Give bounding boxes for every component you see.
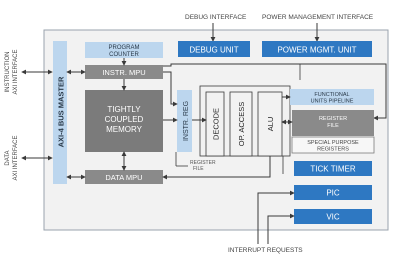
axi-bus-master — [53, 41, 67, 184]
special-purpose-registers — [291, 136, 375, 154]
alu-label: ALU — [266, 117, 275, 132]
power-mgmt-unit-label: POWER MGMT. UNIT — [277, 46, 356, 55]
vic-label: VIC — [326, 213, 340, 222]
program-counter-label-1: PROGRAM — [108, 45, 139, 51]
pic — [294, 185, 372, 200]
tightly-coupled-memory — [85, 90, 163, 152]
decode-label: DECODE — [212, 108, 221, 140]
instruction-axi-label: INSTRUCTION AXI INTERFACE — [5, 49, 19, 94]
register-file-label-2: FILE — [327, 123, 339, 129]
functional-units-label-2: UNITS PIPELINE — [311, 99, 354, 105]
vic — [294, 209, 372, 224]
axi-bus-master-label: AXI-4 BUS MASTER — [57, 76, 66, 147]
irq-to-pic-arrow — [257, 190, 295, 244]
program-counter-label-2: COUNTER — [109, 52, 139, 58]
pic-label: PIC — [326, 189, 340, 198]
svg-text:AXI INTERFACE: AXI INTERFACE — [13, 135, 19, 180]
functional-units-pipeline — [290, 89, 374, 105]
data-mpu-label: DATA MPU — [105, 173, 142, 182]
program-counter — [85, 42, 163, 58]
alu-to-data-mpu-arrow — [162, 156, 271, 180]
interrupt-requests-label: INTERRUPT REQUESTS — [228, 247, 303, 254]
tcm-label-2: COUPLED — [105, 115, 144, 124]
register-file-small-label-1: REGISTER — [190, 160, 216, 166]
tick-timer — [294, 161, 372, 176]
mpu-to-instr-reg-arrow — [163, 71, 178, 107]
special-registers-label-2: REGISTERS — [317, 147, 349, 153]
svg-text:AXI INTERFACE: AXI INTERFACE — [13, 49, 19, 94]
debug-interface-label: DEBUG INTERFACE — [185, 14, 247, 21]
tick-timer-label: TICK TIMER — [310, 165, 355, 174]
instr-mpu-label: INSTR. MPU — [102, 68, 145, 77]
register-file — [292, 110, 374, 136]
power-mgmt-unit — [262, 41, 372, 57]
decode-stage — [205, 91, 225, 157]
op-access-stage — [229, 91, 253, 157]
register-file-label-1: REGISTER — [319, 116, 347, 122]
instr-reg — [177, 90, 192, 152]
data-axi-label: DATA AXI INTERFACE — [5, 135, 19, 180]
tcm-label-3: MEMORY — [106, 125, 143, 134]
op-access-label: OP. ACCESS — [237, 102, 246, 146]
tcm-label-1: TIGHTLY — [107, 105, 141, 114]
feedback-line — [163, 63, 387, 121]
power-interface-label: POWER MANAGEMENT INTERFACE — [262, 14, 374, 21]
debug-unit — [178, 41, 250, 57]
svg-text:INSTRUCTION: INSTRUCTION — [5, 52, 11, 93]
svg-text:DATA: DATA — [5, 150, 11, 165]
instr-mpu — [85, 65, 163, 79]
irq-to-vic-arrow — [267, 213, 295, 244]
register-file-small-label-2: FILE — [193, 166, 204, 172]
data-mpu — [85, 170, 163, 184]
special-registers-label-1: SPECIAL PURPOSE — [307, 140, 359, 146]
alu-stage — [257, 91, 283, 157]
debug-unit-label: DEBUG UNIT — [189, 46, 238, 55]
instr-reg-label: INSTR. REG — [183, 101, 190, 141]
functional-units-label-1: FUNCTIONAL — [314, 92, 349, 98]
